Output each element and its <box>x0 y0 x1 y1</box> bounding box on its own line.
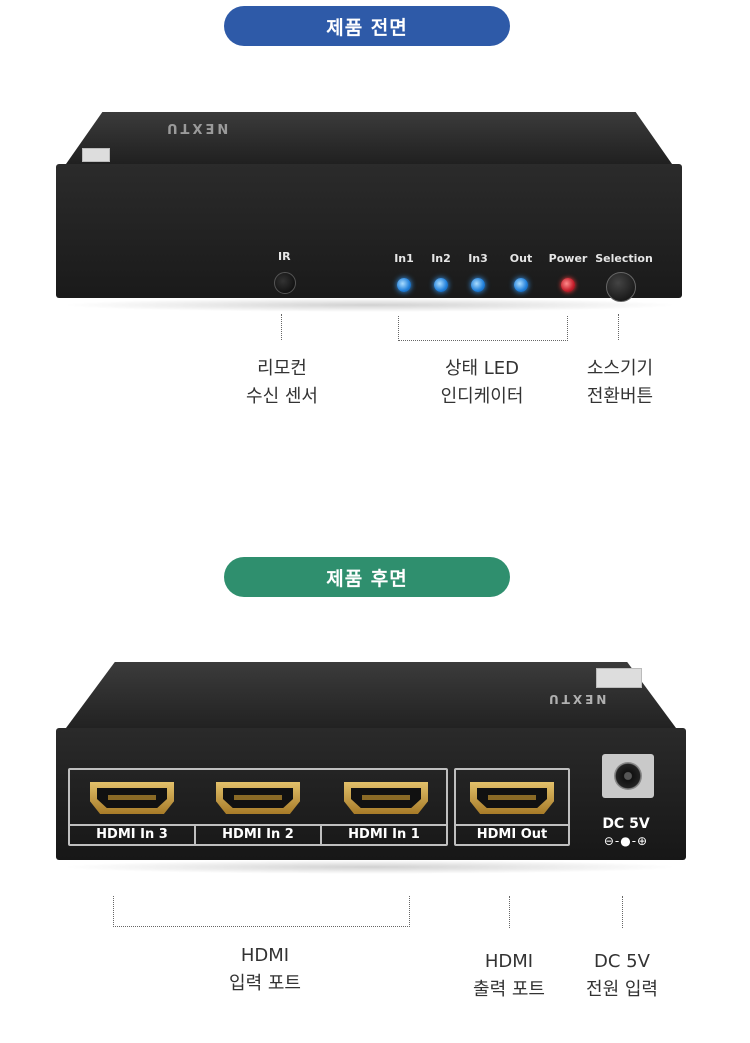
back-section-title: 제품 후면 <box>224 557 510 597</box>
4k-badge-icon <box>596 668 642 688</box>
dc-leader-line <box>622 896 623 928</box>
device-back-image: NEXTU HDMI In 3 HDMI In 2 HDMI In 1 HDMI… <box>56 662 686 860</box>
hdmi-in3-port-icon <box>90 782 174 814</box>
input-bracket <box>113 896 410 927</box>
led-power-icon <box>561 278 575 292</box>
dc-label: DC 5V <box>602 816 650 832</box>
device-front-shadow <box>60 298 680 312</box>
led-label-in3: In3 <box>468 252 488 265</box>
device-top-face <box>66 662 676 728</box>
led-in1-icon <box>397 278 411 292</box>
brand-logo: NEXTU <box>164 120 229 135</box>
brand-logo: NEXTU <box>546 692 607 706</box>
hdmi-in2-port-icon <box>216 782 300 814</box>
led-label-in1: In1 <box>394 252 414 265</box>
hdmi-input-group: HDMI In 3 HDMI In 2 HDMI In 1 <box>68 768 448 846</box>
ir-sensor-icon <box>274 272 296 294</box>
dc-jack-icon <box>602 754 654 798</box>
device-top-face <box>66 112 672 164</box>
callout-led-indicator: 상태 LED 인디케이터 <box>440 358 524 407</box>
device-front-image: NEXTU IR In1 In2 In3 Out Power Selection <box>56 112 682 302</box>
callout-hdmi-input: HDMI 입력 포트 <box>229 945 301 994</box>
device-back-face: HDMI In 3 HDMI In 2 HDMI In 1 HDMI Out D… <box>56 728 686 860</box>
hdmi-input-labels: HDMI In 3 HDMI In 2 HDMI In 1 <box>70 824 446 844</box>
callout-hdmi-output: HDMI 출력 포트 <box>473 951 545 1000</box>
selection-leader-line <box>618 314 619 340</box>
led-label-out: Out <box>509 252 533 265</box>
device-back-shadow <box>60 860 680 874</box>
hdmi-out-label: HDMI Out <box>476 827 548 842</box>
led-in3-icon <box>471 278 485 292</box>
led-label-in2: In2 <box>431 252 451 265</box>
4k-badge-icon <box>82 148 110 162</box>
hdmi-output-group: HDMI Out <box>454 768 570 846</box>
callout-selection-button: 소스기기 전환버튼 <box>586 358 654 407</box>
ir-leader-line <box>281 314 282 340</box>
selection-button-icon <box>606 272 636 302</box>
led-bracket <box>398 316 568 341</box>
hdmi-output-labels: HDMI Out <box>456 824 568 844</box>
device-front-face: IR In1 In2 In3 Out Power Selection <box>56 164 682 302</box>
hdmi-in3-label: HDMI In 3 <box>96 827 168 842</box>
led-label-power: Power <box>548 252 588 265</box>
led-out-icon <box>514 278 528 292</box>
output-leader-line <box>509 896 510 928</box>
callout-ir-sensor: 리모컨 수신 센서 <box>246 358 318 407</box>
callout-dc-power: DC 5V 전원 입력 <box>586 951 658 1000</box>
hdmi-out-port-icon <box>470 782 554 814</box>
dc-polarity-icon: ⊖-●-⊕ <box>603 834 649 848</box>
hdmi-in1-label: HDMI In 1 <box>320 826 446 844</box>
hdmi-in2-label: HDMI In 2 <box>194 826 320 844</box>
front-section-title: 제품 전면 <box>224 6 510 46</box>
hdmi-in1-port-icon <box>344 782 428 814</box>
ir-label: IR <box>278 250 291 263</box>
led-in2-icon <box>434 278 448 292</box>
selection-label: Selection <box>595 252 653 265</box>
